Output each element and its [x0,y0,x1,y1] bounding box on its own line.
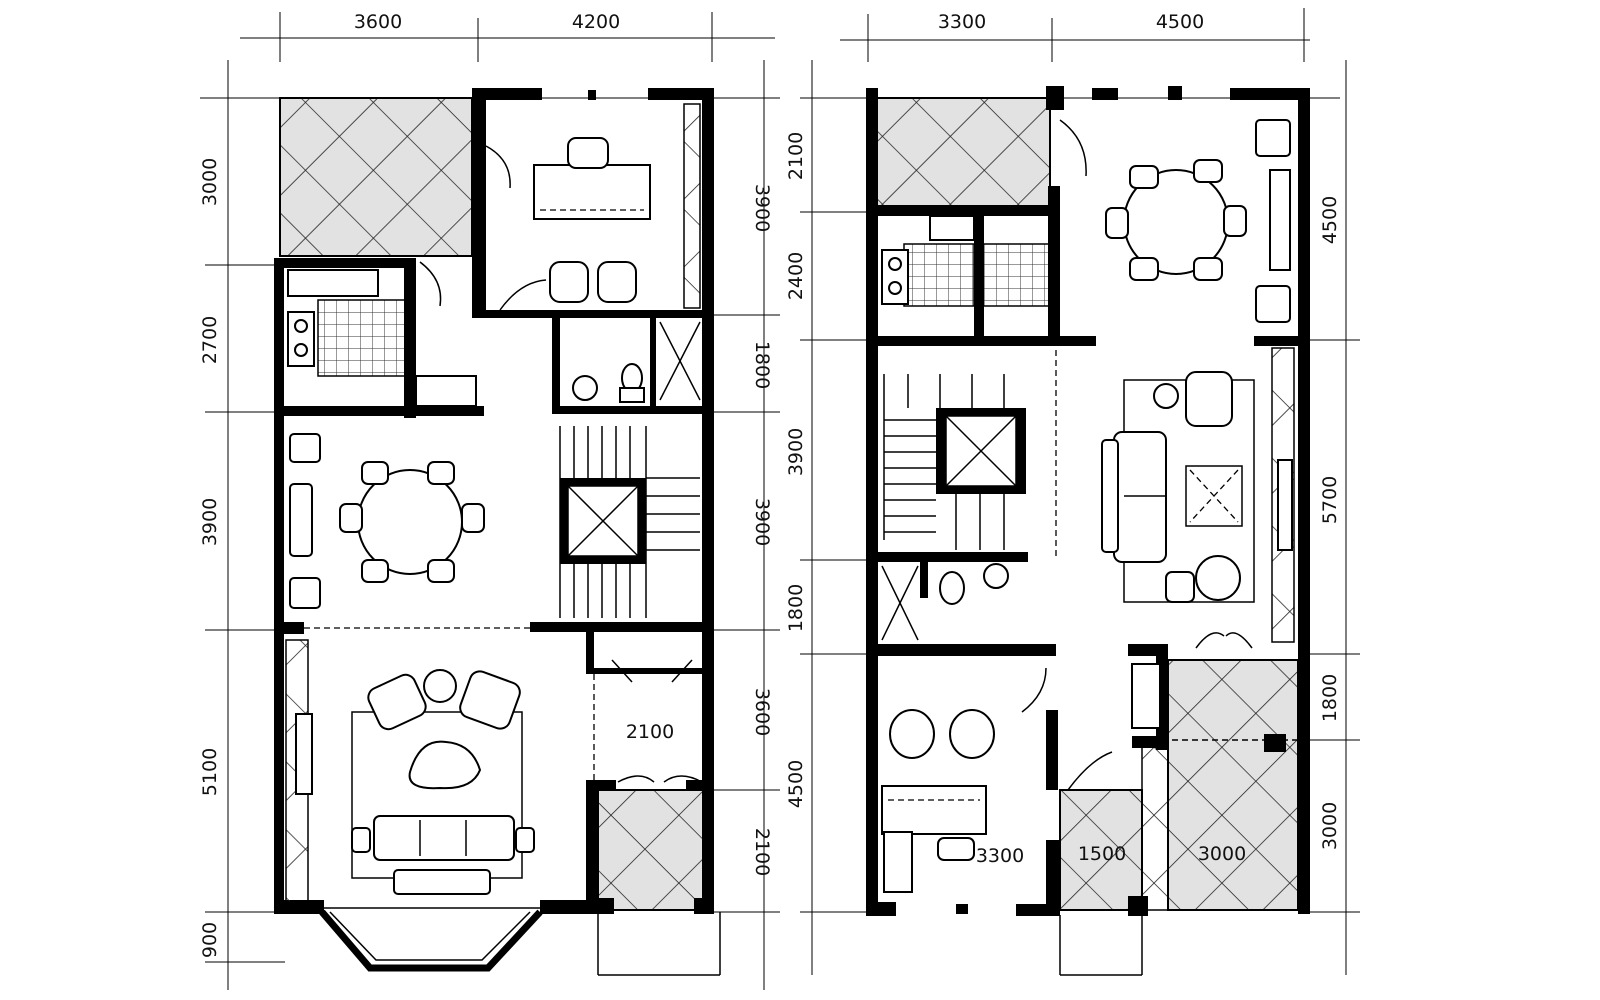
bathroom-tiles [981,243,1051,307]
stairs [883,350,1057,560]
side-table [423,669,457,703]
kitchen-sink [929,215,975,241]
double-door [617,775,703,783]
armchair [367,673,427,731]
door-swing [1059,119,1087,177]
sofa [1113,431,1167,563]
cabinet [883,831,913,893]
counter [415,375,477,407]
door-swing [499,279,547,311]
stairs [559,426,700,618]
door-swing [1067,751,1113,791]
terrace-large-hatched [1167,659,1299,911]
armchair [1185,371,1233,427]
dim-top-4200: 4200 [572,11,620,33]
dim-left-4500: 4500 [785,760,807,808]
bathroom-basin [572,375,598,401]
round-chair [1195,555,1241,601]
dim-left-5100: 5100 [199,748,221,796]
bathroom-basin [983,563,1009,589]
sideboard [289,483,313,557]
right-floor-plan: 3300 4500 2100 2400 3900 1800 4500 4500 … [785,8,1360,976]
armchair [459,670,521,730]
left-floor-plan: 3600 4200 3000 2700 3900 5100 900 3900 1… [199,11,780,990]
study-desk [881,785,987,835]
study-chair [937,837,975,861]
dim-inner-3300: 3300 [976,845,1024,867]
dim-top-4500: 4500 [1156,11,1204,33]
study-desk [533,164,651,220]
console-table [393,869,491,895]
bay-window [319,909,543,972]
side-chair [289,433,321,463]
dim-right-1800: 1800 [1319,674,1341,722]
dim-right-3000: 3000 [1319,802,1341,850]
dim-right-1800: 1800 [751,341,773,389]
door-swing [419,261,442,307]
armchair [597,261,637,303]
dim-left-3900: 3900 [199,498,221,546]
armchair [549,261,589,303]
side-chair [1255,119,1291,157]
door-swing [485,145,511,189]
side-table [1153,383,1179,409]
dim-right-5700: 5700 [1319,476,1341,524]
sofa [373,815,515,861]
fireplace [1277,459,1293,551]
dim-left-1800: 1800 [785,584,807,632]
dim-top-3600: 3600 [354,11,402,33]
kitchen-tiles [317,299,407,377]
dim-left-2100: 2100 [785,132,807,180]
dim-left-900: 900 [199,922,221,958]
lounge-chair [889,709,935,759]
dim-inner-3000: 3000 [1198,843,1246,865]
bookshelf [683,103,701,309]
dim-left-2400: 2400 [785,252,807,300]
toilet [939,571,965,605]
dim-right-3600: 3600 [751,688,773,736]
dim-top-3300: 3300 [938,11,986,33]
dining-table [357,469,463,575]
storage-cabinet [1131,663,1161,729]
dim-right-3900b: 3900 [751,498,773,546]
dim-left-3900: 3900 [785,428,807,476]
dim-inner-2100: 2100 [626,721,674,743]
fireplace [295,713,313,795]
double-door [1195,632,1253,649]
dim-right-4500: 4500 [1319,196,1341,244]
coffee-table [408,740,482,790]
sideboard [1269,169,1291,271]
dim-left-2700: 2700 [199,316,221,364]
lounge-chair [949,709,995,759]
door-swing [1021,667,1047,713]
kitchen-sink [287,269,379,297]
coffee-table [1185,465,1243,527]
study-chair [567,137,609,169]
dim-inner-1500: 1500 [1078,843,1126,865]
dim-left-3000: 3000 [199,158,221,206]
dim-right-3900a: 3900 [751,184,773,232]
dim-right-2100: 2100 [751,828,773,876]
